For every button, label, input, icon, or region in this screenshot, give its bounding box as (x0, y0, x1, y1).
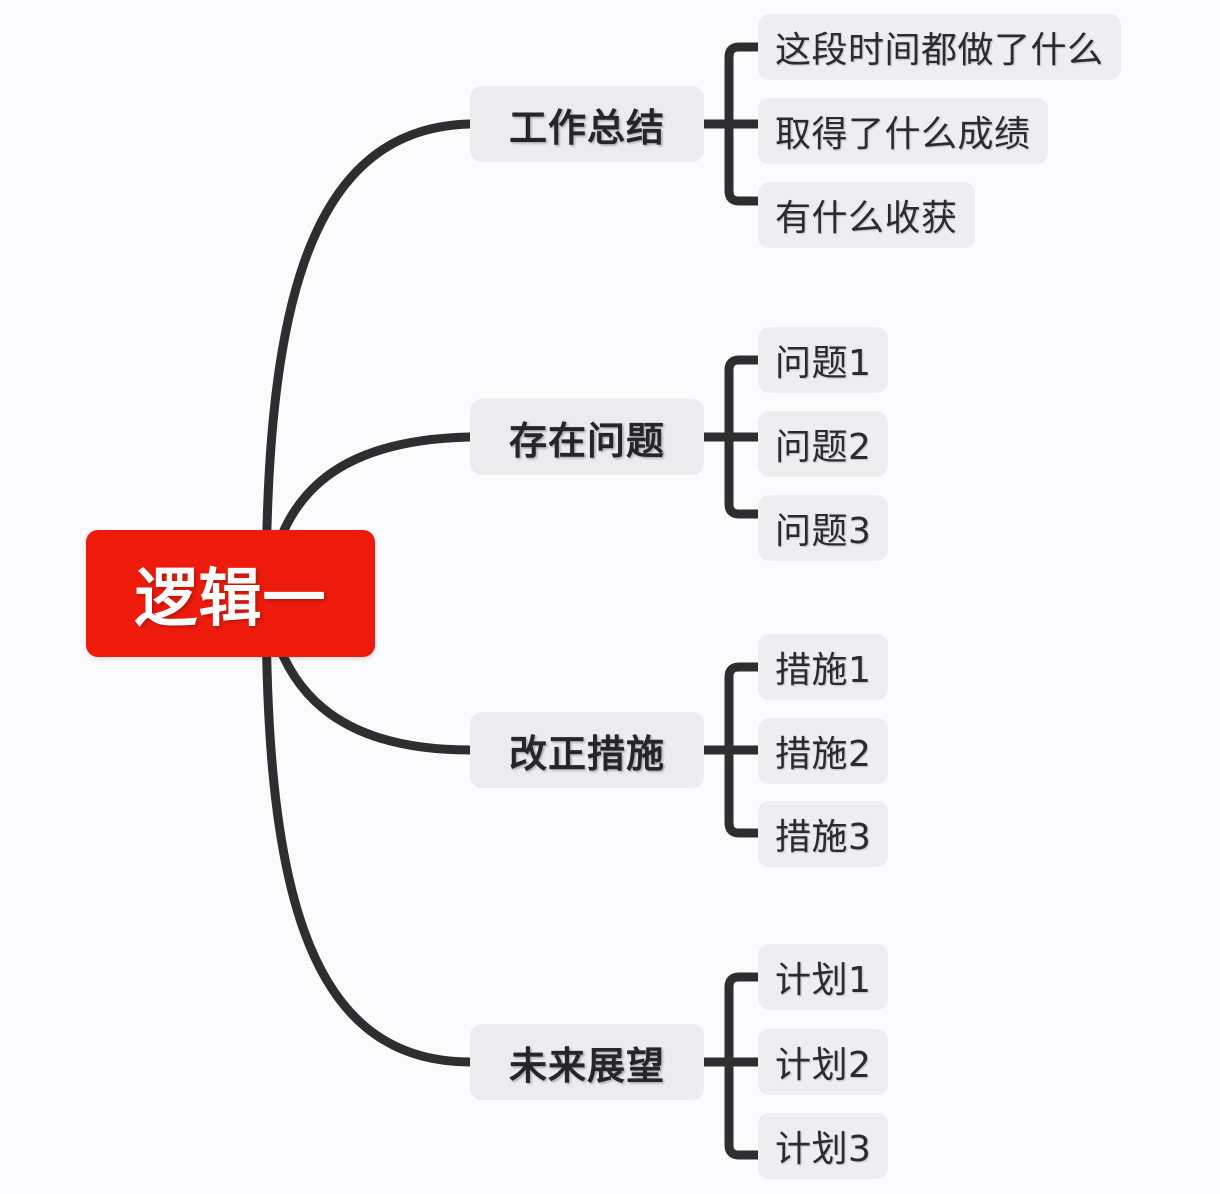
leaf-node-3-2[interactable]: 措施2 (758, 718, 889, 784)
leaf-node-3-2-label: 措施2 (775, 734, 872, 775)
branch-node-2-label: 存在问题 (508, 418, 665, 463)
root-node-label: 逻辑一 (134, 562, 327, 635)
leaf-node-3-3[interactable]: 措施3 (758, 801, 889, 867)
leaf-node-3-1-label: 措施1 (775, 650, 872, 691)
connector-branch-3-bracket (724, 662, 763, 838)
connector-branch-1-bracket (724, 42, 763, 206)
leaf-node-1-3[interactable]: 有什么收获 (758, 182, 975, 248)
branch-node-1[interactable]: 工作总结 (470, 86, 704, 162)
leaf-node-4-2-label: 计划2 (775, 1045, 872, 1086)
leaf-node-1-1-label: 这段时间都做了什么 (775, 30, 1104, 71)
leaf-node-4-1-label: 计划1 (775, 960, 872, 1001)
leaf-node-2-3[interactable]: 问题3 (758, 495, 889, 561)
leaf-node-4-3-label: 计划3 (775, 1129, 872, 1170)
leaf-node-1-2-label: 取得了什么成绩 (775, 114, 1031, 155)
connector-branch-2-bracket (724, 355, 763, 519)
branch-node-4[interactable]: 未来展望 (470, 1024, 704, 1100)
branch-node-2[interactable]: 存在问题 (470, 399, 704, 475)
leaf-node-2-1[interactable]: 问题1 (758, 327, 889, 393)
connector-branch-4-bracket (724, 972, 763, 1160)
leaf-node-2-1-label: 问题1 (775, 343, 872, 384)
leaf-node-2-2-label: 问题2 (775, 427, 872, 468)
leaf-node-1-2[interactable]: 取得了什么成绩 (758, 98, 1048, 164)
leaf-node-2-3-label: 问题3 (775, 511, 872, 552)
leaf-node-1-1[interactable]: 这段时间都做了什么 (758, 14, 1121, 80)
root-node[interactable]: 逻辑一 (86, 530, 375, 657)
leaf-node-3-1[interactable]: 措施1 (758, 634, 889, 700)
leaf-node-3-3-label: 措施3 (775, 817, 872, 858)
leaf-node-4-1[interactable]: 计划1 (758, 944, 889, 1010)
branch-node-1-label: 工作总结 (508, 105, 665, 150)
branch-node-3[interactable]: 改正措施 (470, 712, 704, 788)
leaf-node-1-3-label: 有什么收获 (775, 198, 958, 239)
connector-root-to-branch-1 (261, 119, 475, 605)
connector-root-to-branch-4 (261, 589, 475, 1067)
branch-node-3-label: 改正措施 (508, 731, 665, 776)
leaf-node-2-2[interactable]: 问题2 (758, 411, 889, 477)
leaf-node-4-2[interactable]: 计划2 (758, 1029, 889, 1095)
leaf-node-4-3[interactable]: 计划3 (758, 1113, 889, 1179)
branch-node-4-label: 未来展望 (508, 1043, 665, 1088)
